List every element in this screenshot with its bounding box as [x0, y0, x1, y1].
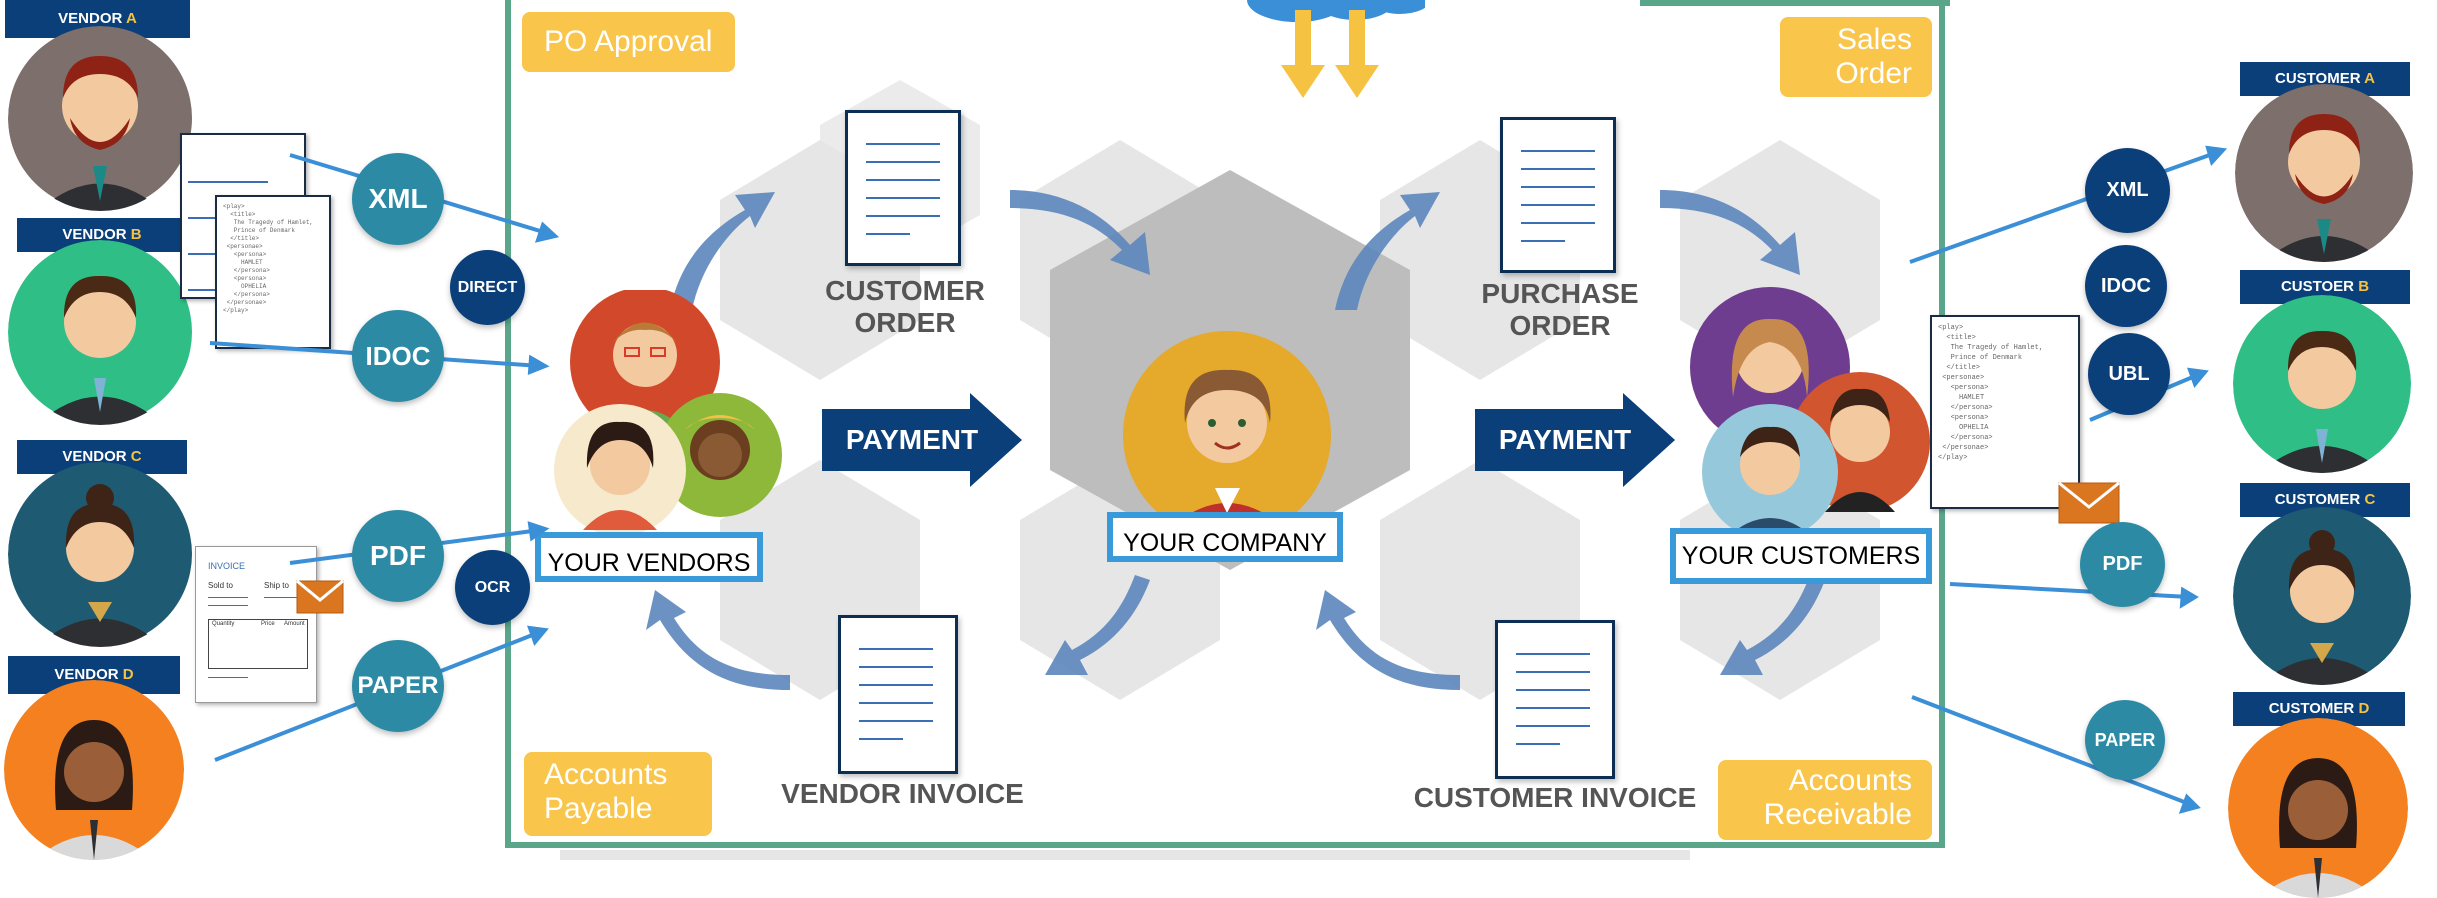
your-customers-illustration	[1690, 287, 1930, 540]
envelope-icon	[296, 580, 344, 614]
customer-xml-document: <play> <title> The Tragedy of Hamlet, Pr…	[1930, 315, 2080, 509]
customer-b-avatar	[2233, 295, 2411, 473]
customer-invoice-label: CUSTOMER INVOICE	[1413, 782, 1697, 813]
customer-invoice-document	[1495, 620, 1615, 779]
customer-d-avatar	[2228, 718, 2408, 898]
flow-arrows	[646, 190, 1825, 690]
invoice-form: INVOICE Sold to Ship to Quantity Price A…	[195, 546, 317, 703]
vendor-invoice-document	[838, 615, 958, 774]
accounts-receivable-box: Accounts Receivable	[1718, 760, 1932, 840]
sales-order-box: Sales Order	[1780, 17, 1932, 97]
vendor-a-avatar	[8, 26, 192, 211]
accounts-payable-box: Accounts Payable	[524, 752, 712, 836]
left-pdf-format: PDF	[352, 510, 444, 602]
customer-order-label: CUSTOMER ORDER	[825, 275, 985, 338]
right-paper-format: PAPER	[2085, 700, 2165, 780]
left-paper-format: PAPER	[352, 640, 444, 732]
your-company-node: YOUR COMPANY	[1107, 512, 1343, 562]
your-vendors-illustration	[554, 290, 782, 536]
left-direct-method: DIRECT	[450, 250, 525, 325]
customer-order-document	[845, 110, 961, 266]
right-pdf-format: PDF	[2080, 522, 2165, 607]
po-approval-box: PO Approval	[522, 12, 735, 72]
customer-envelope-icon	[2058, 482, 2120, 524]
right-ubl-format: UBL	[2088, 333, 2170, 415]
cloud-icon	[1247, 0, 1425, 98]
customer-a-avatar	[2235, 84, 2413, 262]
payment-label-right: PAYMENT	[1498, 424, 1632, 455]
payment-label-left: PAYMENT	[845, 424, 979, 455]
vendor-c-avatar	[8, 462, 192, 647]
vendor-connector-lines	[209, 153, 560, 762]
payment-arrow-right: PAYMENT	[1475, 393, 1675, 487]
your-vendors-node: YOUR VENDORS	[535, 532, 763, 582]
vendor-b-label: VENDOR B	[17, 218, 187, 252]
left-xml-format: XML	[352, 153, 444, 245]
vendor-invoice-label: VENDOR INVOICE	[781, 778, 1024, 809]
top-frame-fragment	[1640, 0, 1950, 6]
purchase-order-document	[1500, 117, 1616, 273]
your-customers-node: YOUR CUSTOMERS	[1670, 528, 1932, 584]
vendor-b-avatar	[8, 240, 192, 425]
left-idoc-format: IDOC	[352, 310, 444, 402]
right-idoc-format: IDOC	[2085, 245, 2167, 327]
your-company-illustration	[1123, 331, 1331, 539]
left-ocr-method: OCR	[455, 550, 530, 625]
bottom-shadow-bar	[560, 850, 1690, 860]
purchase-order-label: PURCHASE ORDER	[1481, 278, 1639, 341]
payment-arrow-left: PAYMENT	[822, 393, 1022, 487]
vendor-d-avatar	[4, 680, 184, 860]
customer-c-avatar	[2233, 507, 2411, 685]
right-xml-format: XML	[2085, 148, 2170, 233]
